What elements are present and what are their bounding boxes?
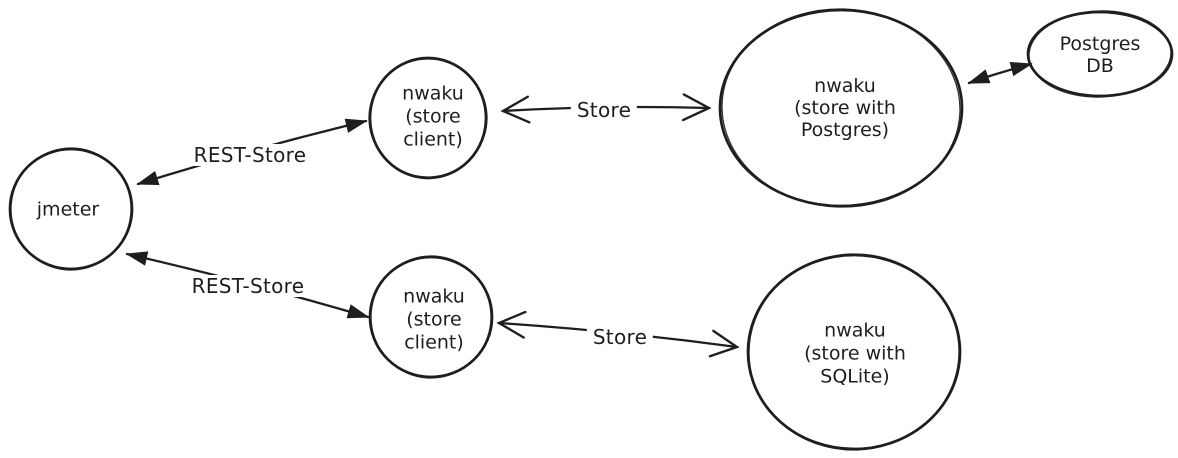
node-store-with-postgres (718, 8, 964, 208)
edge-postgres-link (967, 61, 1033, 85)
node-postgres-db (1026, 10, 1174, 98)
node-label-store-client-top: nwaku (store client) (402, 82, 464, 151)
edge-label-store-bottom: Store (586, 326, 654, 348)
edge-label-rest-store-bottom: REST-Store (185, 275, 311, 297)
node-label-store-with-sqlite: nwaku (store with SQLite) (804, 319, 906, 388)
node-jmeter (8, 147, 134, 271)
node-store-client-top (368, 56, 488, 180)
node-label-store-client-bottom: nwaku (store client) (403, 285, 465, 354)
edge-label-store-top: Store (570, 99, 638, 121)
node-label-jmeter: jmeter (36, 198, 100, 221)
node-label-store-with-postgres: nwaku (store with Postgres) (794, 75, 896, 141)
node-store-with-sqlite (746, 253, 962, 451)
node-label-postgres-db: Postgres DB (1059, 33, 1141, 77)
edge-label-rest-store-top: REST-Store (187, 144, 313, 166)
node-store-client-bottom (368, 255, 494, 379)
